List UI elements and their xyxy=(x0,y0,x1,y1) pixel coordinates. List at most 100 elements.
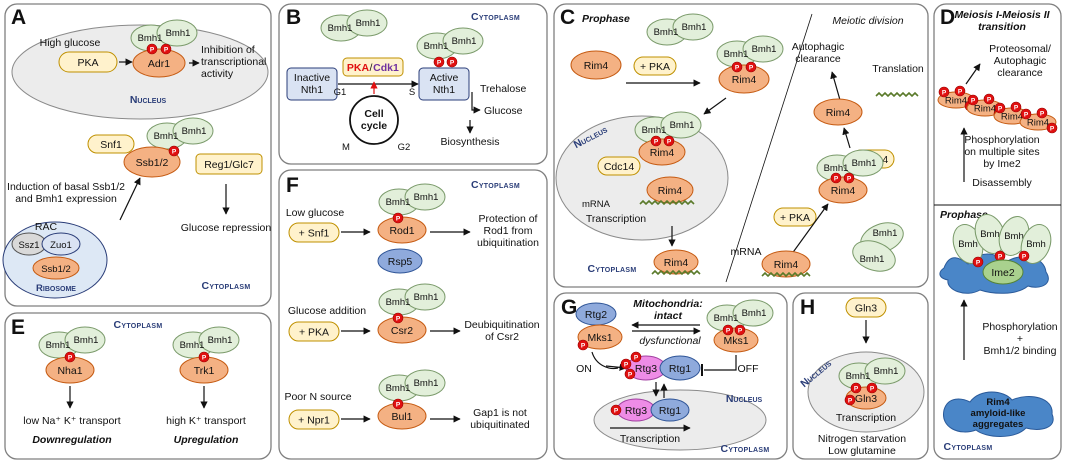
panel-e-bmh1-a-right-label: Bmh1 xyxy=(74,335,99,346)
panel-d-phospho-b3 xyxy=(1010,101,1022,113)
panel-b-active-line-1: Active xyxy=(430,72,459,84)
panel-a-adr1-label: Adr1 xyxy=(148,58,170,70)
panel-c-bmh1-single-a-label: Bmh1 xyxy=(873,228,898,239)
panel-b-glucose: Glucose xyxy=(484,105,523,117)
panel-d-aggregates-line-1: Rim4 xyxy=(986,397,1010,408)
panel-a-inhibition-line-1: Inhibition of xyxy=(201,44,255,56)
panel-d-aggregates-line-2: amyloid-like xyxy=(971,408,1026,419)
panel-c-bmh1-div-right xyxy=(842,149,884,177)
panel-f-bmh1-c-right xyxy=(404,369,446,397)
panel-b-inactive-line-2: Nth1 xyxy=(301,84,323,96)
panel-h-gln3-label: Gln3 xyxy=(855,393,877,405)
panel-g-mks1-label: Mks1 xyxy=(587,332,612,344)
panel-g-mks1 xyxy=(577,324,623,350)
panel-g-cytoplasm: Cytoplasm xyxy=(720,443,769,455)
panel-g-rtg1-nuc xyxy=(650,398,690,422)
panel-f-cytoplasm: Cytoplasm xyxy=(471,179,520,191)
panel-f-bmh1-c-right-label: Bmh1 xyxy=(414,378,439,389)
panel-a-bmh1-b-right-label: Bmh1 xyxy=(182,126,207,137)
panel-c-bmh1-single-b-label: Bmh1 xyxy=(860,254,885,265)
panel-c-cdc14 xyxy=(597,156,641,176)
panel-d-phospho-b1 xyxy=(954,85,966,97)
panel-g-letter: G xyxy=(561,296,577,319)
panel-b-cell-cycle-label-line-1: Cell xyxy=(364,108,383,120)
panel-a-induction-line-2: and Bmh1 expression xyxy=(15,193,117,205)
panel-f-protection-line-1: Protection of xyxy=(479,213,538,225)
panel-c-mrna-div xyxy=(761,271,811,278)
panel-c-cytoplasm: Cytoplasm xyxy=(587,263,636,275)
panel-b-bmh1-bound-right-label: Bmh1 xyxy=(452,36,477,47)
panel-d-arrow-clearance xyxy=(965,63,981,85)
panel-h-phospho-1 xyxy=(850,382,862,394)
panel-c-phospho-1-label: P xyxy=(735,65,740,72)
panel-g-nucleus-label: Nucleus xyxy=(726,393,763,405)
panel-g-phospho-5 xyxy=(624,368,636,380)
panel-c-autophagic-2: clearance xyxy=(795,53,841,65)
panel-a-ribosome-label: Ribosome xyxy=(36,283,76,294)
panel-f-bul1-label: Bul1 xyxy=(391,411,412,423)
panel-h-condition-2: Low glutamine xyxy=(828,445,896,457)
panel-g-rtg1-nuc-label: Rtg1 xyxy=(659,405,681,417)
panel-f-snf1 xyxy=(288,222,340,243)
panel-a-bmh1-right-label: Bmh1 xyxy=(166,28,191,39)
panel-b-inactive-nth1 xyxy=(286,67,338,101)
panel-c-phospho-5-label: P xyxy=(834,176,839,183)
panel-c-bmh1-free-right-label: Bmh1 xyxy=(682,22,707,33)
panel-d-rim4-2-label: Rim4 xyxy=(974,104,996,115)
panel-f-bmh1-a-right xyxy=(404,183,446,211)
panel-d-bmh-3-label: Bmh xyxy=(1004,231,1024,242)
panel-g-bmh1-left-label: Bmh1 xyxy=(714,313,739,324)
panel-c-phospho-2 xyxy=(745,61,757,73)
panel-a-rac-label: RAC xyxy=(35,221,58,233)
panel-d-phospho-binding-line-3: Bmh1/2 binding xyxy=(984,345,1057,357)
panel-d-rim4-4-label: Rim4 xyxy=(1027,118,1049,129)
panel-b-phospho-1 xyxy=(433,56,445,68)
panel-b-cell-cycle-label-line-2: cycle xyxy=(361,120,387,132)
panel-f-snf1-label: + Snf1 xyxy=(299,227,330,239)
panel-e-phospho-1-label: P xyxy=(68,355,73,362)
panel-b-arrow-glucose xyxy=(471,92,481,114)
panel-h-bmh1-right xyxy=(864,357,906,385)
panel-h-phospho-2-label: P xyxy=(870,386,875,393)
panel-f-bmh1-b-right xyxy=(404,283,446,311)
panel-d-phospho-a1 xyxy=(938,86,950,98)
panel-d-title-1: Meiosis I-Meiosis II xyxy=(954,9,1050,21)
panel-c-mrna-translation xyxy=(875,91,919,98)
panel-a-induction-line-1: Induction of basal Ssb1/2 xyxy=(7,181,125,193)
panel-d-phospho-a3 xyxy=(994,102,1006,114)
panel-a-ssb12-ribo xyxy=(32,256,80,280)
panel-c-mrna-div-label: mRNA xyxy=(731,246,762,258)
panel-c-mrna-cyto xyxy=(651,269,701,276)
panel-g-on: ON xyxy=(576,363,592,375)
panel-f-deubiq-line-2: of Csr2 xyxy=(485,331,519,343)
panel-a-phospho-3-label: P xyxy=(172,149,177,156)
panel-a-adr1 xyxy=(132,48,186,78)
panel-e-letter: E xyxy=(11,316,25,339)
panel-g-phospho-5-label: P xyxy=(628,372,633,379)
panel-f-glucose-addition: Glucose addition xyxy=(288,305,366,317)
panel-d-aggregates-line-3: aggregates xyxy=(973,419,1024,430)
panel-c-phospho-3 xyxy=(650,135,662,147)
panel-f-pka xyxy=(288,321,340,342)
panel-g-phospho-2 xyxy=(722,324,734,336)
panel-a-reg1 xyxy=(195,153,263,175)
panel-c-pka-b-label: + PKA xyxy=(780,212,810,224)
panel-b-trehalose: Trehalose xyxy=(480,83,526,95)
panel-f-rsp5-label: Rsp5 xyxy=(388,256,413,268)
panel-g-rtg1 xyxy=(659,355,701,381)
panel-g-phospho-6 xyxy=(630,351,642,363)
panel-a-pka-label: PKA xyxy=(77,57,98,69)
panel-b-bmh1-bound-left-label: Bmh1 xyxy=(424,41,449,52)
panel-e-phospho-2 xyxy=(198,351,210,363)
panel-d-phospho-d2-label: P xyxy=(998,254,1003,261)
panel-c-rim4-div2-label: Rim4 xyxy=(774,259,799,271)
panel-d-phospho-b4-label: P xyxy=(1040,111,1045,118)
panel-c-rim4-div-label: Rim4 xyxy=(831,185,856,197)
panel-b-cytoplasm: Cytoplasm xyxy=(471,11,520,23)
panel-c-phospho-1 xyxy=(731,61,743,73)
panel-f-phospho-1 xyxy=(392,212,404,224)
panel-h-phospho-2 xyxy=(866,382,878,394)
panel-a-inhibition-line-2: transcriptional xyxy=(201,56,266,68)
panel-d-rim4-1-label: Rim4 xyxy=(945,96,967,107)
